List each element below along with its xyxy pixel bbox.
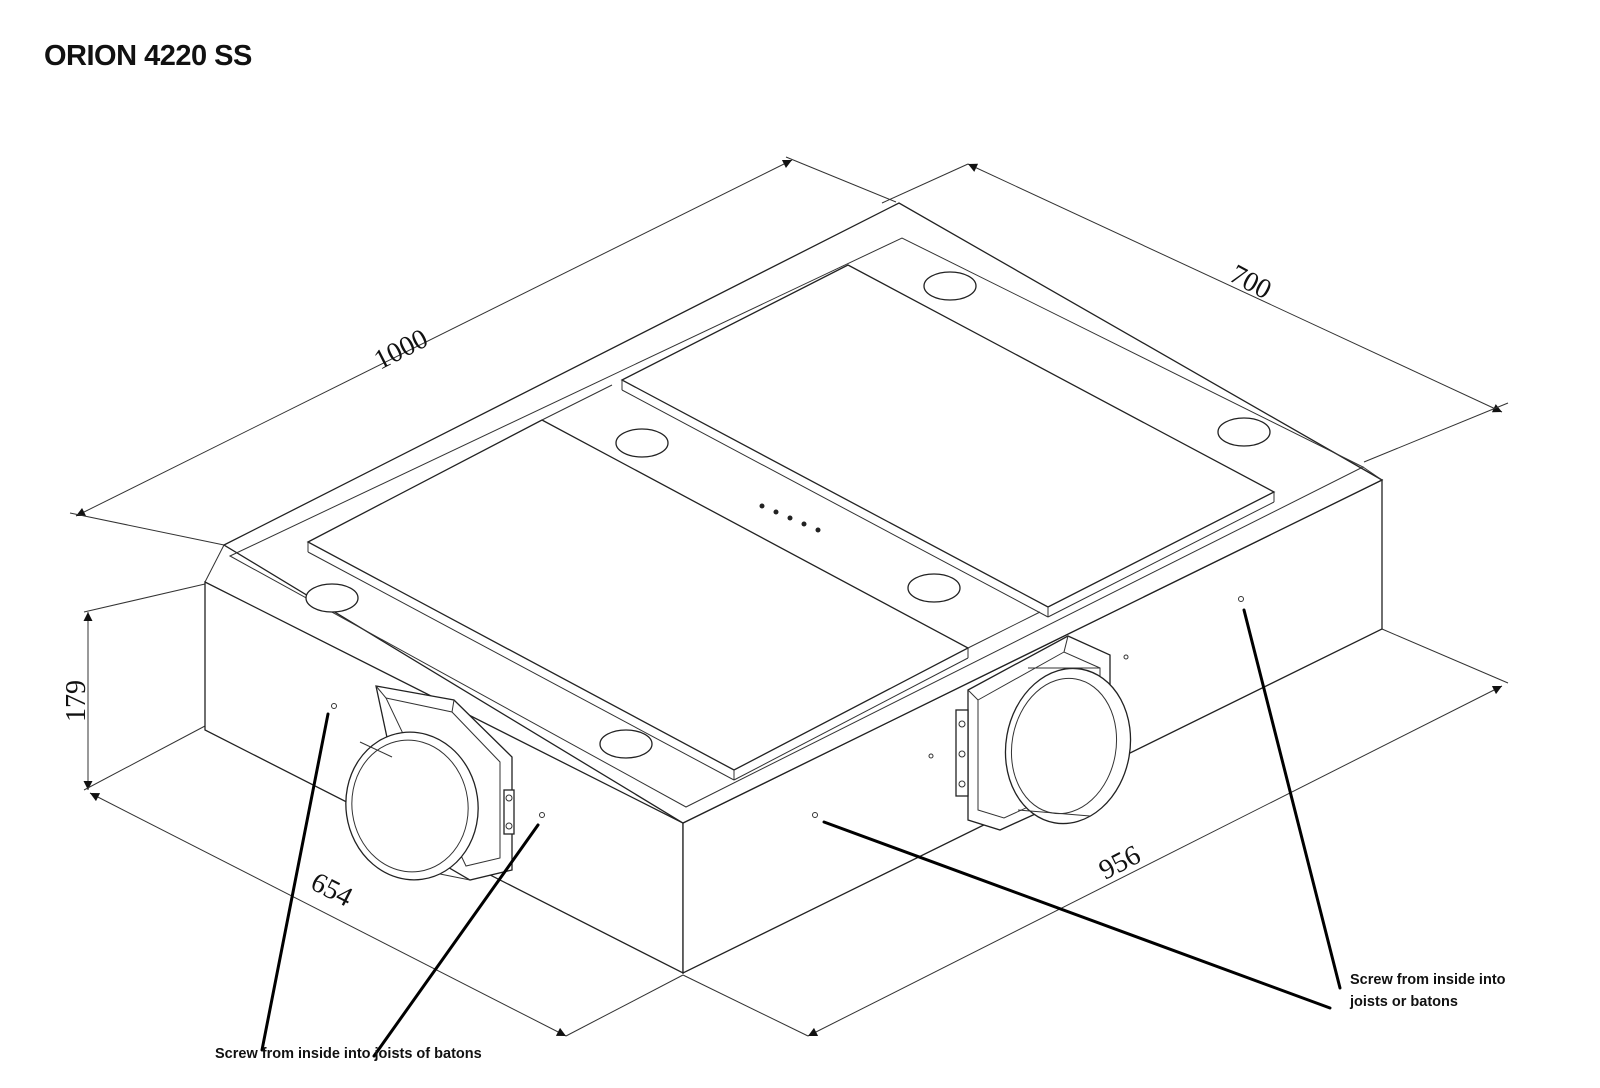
note-right-line1: Screw from inside into (1350, 972, 1506, 988)
note-right-line2: joists or batons (1349, 994, 1458, 1010)
hood-body (204, 202, 1384, 975)
leader-left-2 (372, 823, 540, 1058)
leader-right-1 (822, 820, 1332, 1010)
light-4 (305, 583, 359, 613)
light-2 (1217, 417, 1271, 447)
dim-1000-line (75, 159, 793, 517)
dim-700-label: 700 (1225, 259, 1277, 306)
light-5 (907, 573, 961, 603)
screw-hole-4 (1238, 596, 1244, 602)
dim-700-line (967, 163, 1503, 413)
screw-hole-1 (331, 703, 337, 709)
screw-hole-2 (539, 812, 545, 818)
page-title: ORION 4220 SS (44, 40, 252, 72)
leader-lines (260, 608, 1342, 1058)
duct-outlet-left (345, 685, 515, 881)
dim-956-line (807, 685, 1503, 1037)
duct-outlet-right (955, 635, 1132, 831)
control-buttons (759, 503, 821, 533)
dim-956-label: 956 (1094, 840, 1145, 887)
light-6 (599, 729, 653, 759)
note-left: Screw from inside into joists of batons (215, 1046, 482, 1062)
dimension-lines (69, 156, 1509, 1037)
screw-hole-3 (812, 812, 818, 818)
leader-right-2 (1242, 608, 1342, 990)
dim-654-label: 654 (306, 867, 357, 914)
dim-1000-label: 1000 (369, 323, 433, 376)
dim-179-label: 179 (61, 680, 92, 722)
light-1 (923, 271, 977, 301)
light-3 (615, 428, 669, 458)
dim-654-line (89, 792, 567, 1037)
leader-left-1 (260, 712, 330, 1052)
